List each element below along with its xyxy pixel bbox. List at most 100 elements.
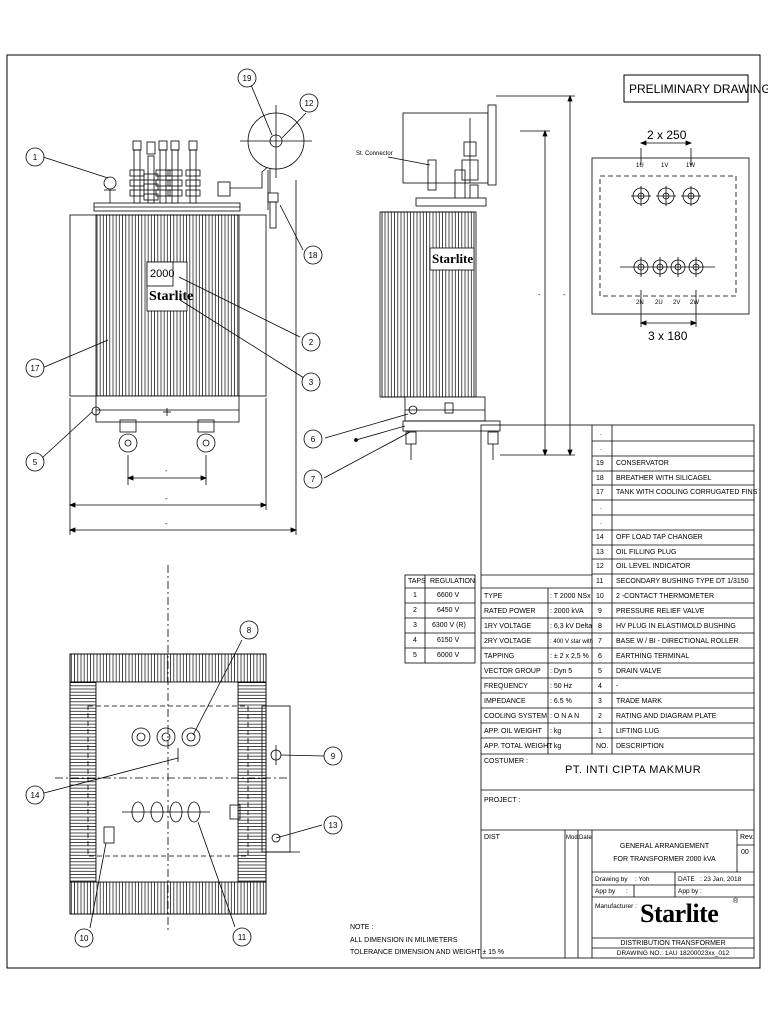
taps-cell: 3 <box>413 622 417 629</box>
front-view <box>41 84 312 535</box>
part-no: 5 <box>598 668 602 675</box>
dist-label: DIST <box>484 834 500 841</box>
spec-value: : O N A N <box>550 713 580 720</box>
callout-number: 17 <box>30 364 40 373</box>
spec-value: : 6,3 kV Delta <box>550 623 593 630</box>
top-view <box>43 565 325 930</box>
callout-number: 19 <box>242 74 252 83</box>
spec-label: TAPPING <box>484 653 515 660</box>
taps-cell: 6150 V <box>437 637 460 644</box>
dim-value: - <box>538 290 541 299</box>
taps-header: REGULATION <box>430 578 475 585</box>
part-no: 2 <box>598 713 602 720</box>
part-no: 9 <box>598 608 602 615</box>
taps-cell: 6300 V (R) <box>432 622 466 629</box>
spec-value: : 50 Hz <box>550 683 573 690</box>
part-desc: BASE W / BI - DIRECTIONAL ROLLER <box>616 638 739 645</box>
part-desc: OIL FILLING PLUG <box>616 549 677 556</box>
part-no: 4 <box>598 683 602 690</box>
bushing-layout <box>591 140 750 327</box>
taps-cell: 4 <box>413 637 417 644</box>
part-no: 6 <box>598 653 602 660</box>
callout-number: 9 <box>330 752 336 761</box>
part-desc: OFF LOAD TAP CHANGER <box>616 534 703 541</box>
nameplate-rating: 2000 <box>150 268 175 280</box>
part-no: 8 <box>598 623 602 630</box>
callout-number: 1 <box>32 153 38 162</box>
part-desc: LIFTING LUG <box>616 728 660 735</box>
customer-name: PT. INTI CIPTA MAKMUR <box>565 764 702 776</box>
manufacturer-brand: Starlite <box>640 899 719 928</box>
terminal-label: 2U <box>655 300 663 306</box>
sheet-border <box>6 54 761 969</box>
mod-label: Mod. <box>566 835 580 841</box>
spec-label: TYPE <box>484 593 503 600</box>
spec-label: APP. OIL WEIGHT <box>484 728 542 735</box>
part-no-header: NO. <box>596 743 609 750</box>
spec-label: RATED POWER <box>484 608 536 615</box>
terminal-label: 1W <box>686 163 695 169</box>
note-line: ALL DIMENSION IN MILIMETERS <box>350 937 458 944</box>
dim-value: - <box>165 494 168 503</box>
callout-number: 12 <box>304 99 314 108</box>
preliminary-box <box>623 74 749 103</box>
part-no: . <box>600 445 602 452</box>
spec-label: IMPEDANCE <box>484 698 526 705</box>
project-label: PROJECT : <box>484 797 521 804</box>
drawing-by-value: : Yoh <box>635 876 650 883</box>
app-by-value: : <box>626 888 628 895</box>
drawing-title-line-2: FOR TRANSFORMER 2000 kVA <box>613 856 716 863</box>
spec-value: : ± 2 x 2,5 % <box>550 653 589 660</box>
dim-value: - <box>165 519 168 528</box>
spec-label: 1RY VOLTAGE <box>484 623 532 630</box>
part-desc: PRESSURE RELIEF VALVE <box>616 608 705 615</box>
part-desc: TANK WITH COOLING CORRUGATED FINS <box>616 489 758 496</box>
title-block-grid <box>404 424 755 959</box>
side-view <box>323 94 575 479</box>
callout-number: 5 <box>32 458 38 467</box>
spec-label: FREQUENCY <box>484 683 528 690</box>
callout-number: 14 <box>30 791 40 800</box>
terminal-label: 2N <box>636 300 644 306</box>
part-no: 1 <box>598 728 602 735</box>
taps-cell: 1 <box>413 592 417 599</box>
spec-value: : kg <box>550 743 562 750</box>
taps-cell: 5 <box>413 652 417 659</box>
callout-number: 13 <box>328 821 338 830</box>
part-desc: BREATHER WITH SILICAGEL <box>616 475 712 482</box>
part-no: 7 <box>598 638 602 645</box>
dim-value: - <box>165 466 168 475</box>
spec-label: VECTOR GROUP <box>484 668 541 675</box>
part-desc: OIL LEVEL INDICATOR <box>616 563 691 570</box>
spec-value: : 400 V star with <box>550 639 594 645</box>
callout-circles <box>25 68 343 948</box>
spec-label: COOLING SYSTEM <box>484 713 548 720</box>
part-no: 3 <box>598 698 602 705</box>
registered-mark: ® <box>733 898 739 905</box>
taps-header: TAPS <box>408 578 426 585</box>
st-connector-label: St. Connector <box>356 151 393 157</box>
drawing-number: DRAWING NO.: 1AU 18200023xx_012 <box>616 950 730 957</box>
callout-number: 10 <box>79 934 89 943</box>
rev-value: 00 <box>741 849 749 856</box>
spec-value: : Dyn 5 <box>550 668 573 675</box>
callout-number: 18 <box>308 251 318 260</box>
part-no: 17 <box>596 489 604 496</box>
part-no: 19 <box>596 460 604 467</box>
part-no: 14 <box>596 534 604 541</box>
date-label: Date <box>579 835 592 841</box>
part-desc: EARTHING TERMINAL <box>616 653 690 660</box>
part-no: . <box>600 430 602 437</box>
part-no: . <box>600 519 602 526</box>
terminal-label: 1V <box>661 163 669 169</box>
callout-number: 11 <box>237 933 247 942</box>
callout-number: 7 <box>310 475 316 484</box>
drawing-title-line-1: GENERAL ARRANGEMENT <box>619 843 710 850</box>
part-no: 18 <box>596 475 604 482</box>
terminal-label: 2W <box>690 300 699 306</box>
spec-value: : 6.5 % <box>550 698 572 705</box>
part-no: 12 <box>596 563 604 570</box>
taps-cell: 6450 V <box>437 607 460 614</box>
terminal-label: 1U <box>636 163 644 169</box>
